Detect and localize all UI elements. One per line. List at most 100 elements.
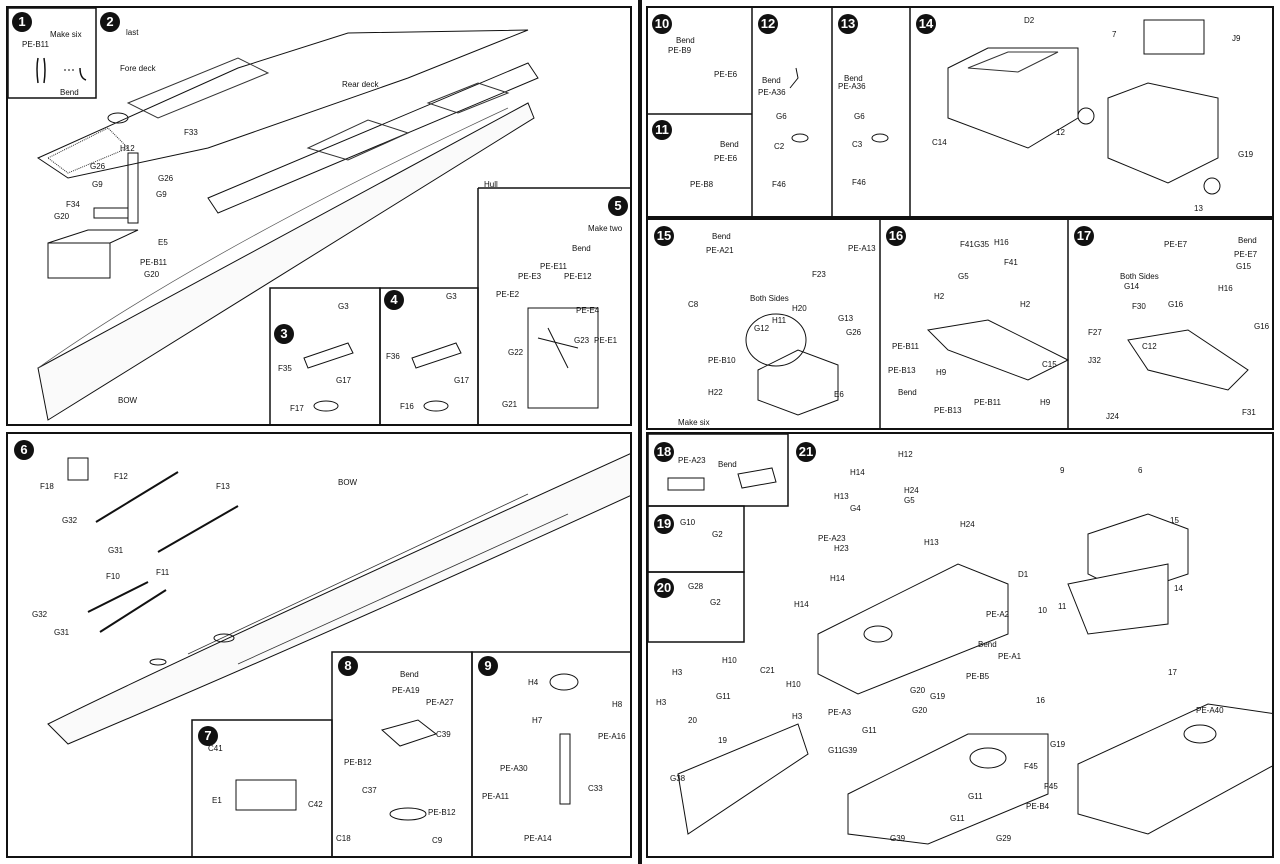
step-20-g2: G2 <box>710 598 721 607</box>
step-17-f30: F30 <box>1132 302 1146 311</box>
step-21-g20-a: G20 <box>910 686 926 695</box>
step-11-badge: 11 <box>652 120 672 140</box>
part-g26-a: G26 <box>90 162 106 171</box>
step-17-f27: F27 <box>1088 328 1102 337</box>
step-15-f23: F23 <box>812 270 826 279</box>
step-21-g11-b: G11 <box>828 746 843 755</box>
step-21-g11-c: G11 <box>968 792 983 801</box>
step-14-ref-12: 12 <box>1056 128 1065 137</box>
step-13-badge: 13 <box>838 14 858 34</box>
step-13-pe-a36: PE-A36 <box>838 82 866 91</box>
step-21-f45-a: F45 <box>1024 762 1038 771</box>
step-8-c18: C18 <box>336 834 351 843</box>
step-14-c14: C14 <box>932 138 947 147</box>
step-16-f41-a: F41 <box>960 240 974 249</box>
step-6-f18: F18 <box>40 482 54 491</box>
step-15-pe-b10: PE-B10 <box>708 356 736 365</box>
step-17-bend: Bend <box>1238 236 1257 245</box>
step-17-f31: F31 <box>1242 408 1256 417</box>
step-15-make-six: Make six <box>678 418 710 427</box>
step-5-pe-e2: PE-E2 <box>496 290 520 299</box>
step-6-f10: F10 <box>106 572 120 581</box>
step-8-badge: 8 <box>338 656 358 676</box>
step-15-e6: E6 <box>834 390 844 399</box>
step-2-fore-deck: Fore deck <box>120 64 156 73</box>
step-2-last: last <box>126 28 139 37</box>
step-4-g3: G3 <box>446 292 457 301</box>
part-g9-a: G9 <box>92 180 103 189</box>
step-3-g17: G17 <box>336 376 352 385</box>
step-21-g4: G4 <box>850 504 861 513</box>
step-21-h14-b: H14 <box>830 574 845 583</box>
step-16-pe-b11-a: PE-B11 <box>892 342 919 351</box>
step-7-c42: C42 <box>308 800 323 809</box>
step-16-pe-b13-a: PE-B13 <box>888 366 916 375</box>
panel-steps-15-17: 15 Bend PE-A21 PE-A13 C8 F23 Both Sides … <box>646 218 1274 430</box>
step-5-badge: 5 <box>608 196 628 216</box>
step-21-ref-14: 14 <box>1174 584 1183 593</box>
step-6-badge: 6 <box>14 440 34 460</box>
part-g20-a: G20 <box>54 212 70 221</box>
step-2-hull: Hull <box>484 180 498 189</box>
step-16-g35: G35 <box>974 240 990 249</box>
step-21-g5: G5 <box>904 496 915 505</box>
steps-15-17-drawing <box>745 220 1249 428</box>
part-pe-b11: PE-B11 <box>140 258 167 267</box>
step-16-h16: H16 <box>994 238 1009 247</box>
step-17-h16: H16 <box>1218 284 1233 293</box>
step-13-g6: G6 <box>854 112 865 121</box>
steps-18-21-drawing <box>648 434 1272 845</box>
step-17-pe-e7-a: PE-E7 <box>1164 240 1188 249</box>
step-8-bend: Bend <box>400 670 419 679</box>
step-21-h24-b: H24 <box>960 520 975 529</box>
step-20-g28: G28 <box>688 582 704 591</box>
step-21-ref-19: 19 <box>718 736 727 745</box>
step-3-f35: F35 <box>278 364 292 373</box>
step-21-g19-a: G19 <box>930 692 946 701</box>
step-4-f36: F36 <box>386 352 400 361</box>
step-2-bow: BOW <box>118 396 138 405</box>
step-21-h10-b: H10 <box>786 680 801 689</box>
step-21-pe-a23: PE-A23 <box>818 534 846 543</box>
step-14-badge: 14 <box>916 14 936 34</box>
step-4-f16: F16 <box>400 402 414 411</box>
step-15-bend: Bend <box>712 232 731 241</box>
step-11-pe-b8: PE-B8 <box>690 180 714 189</box>
step-21-h23: H23 <box>834 544 849 553</box>
step-4-g17: G17 <box>454 376 470 385</box>
part-g26-b: G26 <box>158 174 174 183</box>
panel-steps-10-14: 10 Bend PE-B9 PE-E6 11 Bend PE-E6 PE-B8 … <box>646 6 1274 218</box>
step-16-bend: Bend <box>898 388 917 397</box>
step-8-pe-b12-b: PE-B12 <box>428 808 456 817</box>
steps-6-9-drawing <box>47 453 630 856</box>
step-7-e1: E1 <box>212 796 222 805</box>
step-14-d2: D2 <box>1024 16 1035 25</box>
step-12-c2: C2 <box>774 142 785 151</box>
step-9-pe-a11: PE-A11 <box>482 792 509 801</box>
step-17-pe-e7-b: PE-E7 <box>1234 250 1258 259</box>
step-5-g22: G22 <box>508 348 524 357</box>
step-15-h20: H20 <box>792 304 807 313</box>
step-12-g6: G6 <box>776 112 787 121</box>
step-9-c33: C33 <box>588 784 603 793</box>
step-16-h9-b: H9 <box>1040 398 1051 407</box>
step-1-note: Make six <box>50 30 82 39</box>
step-13-f46: F46 <box>852 178 866 187</box>
part-f33: F33 <box>184 128 198 137</box>
step-1-badge: 1 <box>12 12 32 32</box>
step-13-c3: C3 <box>852 140 863 149</box>
step-21-g11-d: G11 <box>950 814 965 823</box>
panel-steps-1-5: 1 Make six PE-B11 Bend 2 last Fore deck … <box>6 6 632 426</box>
step-12-badge: 12 <box>758 14 778 34</box>
step-6-g32-a: G32 <box>62 516 78 525</box>
step-1-bend: Bend <box>60 88 79 97</box>
step-17-g16-b: G16 <box>1254 322 1270 331</box>
step-12-bend: Bend <box>762 76 781 85</box>
steps-10-14-drawing <box>648 8 1221 216</box>
step-21-bend: Bend <box>978 640 997 649</box>
step-15-pe-a13: PE-A13 <box>848 244 876 253</box>
step-21-h14-c: H14 <box>794 600 809 609</box>
step-21-ref-6: 6 <box>1138 466 1143 475</box>
step-21-g29: G29 <box>996 834 1012 843</box>
step-16-c15: C15 <box>1042 360 1057 369</box>
